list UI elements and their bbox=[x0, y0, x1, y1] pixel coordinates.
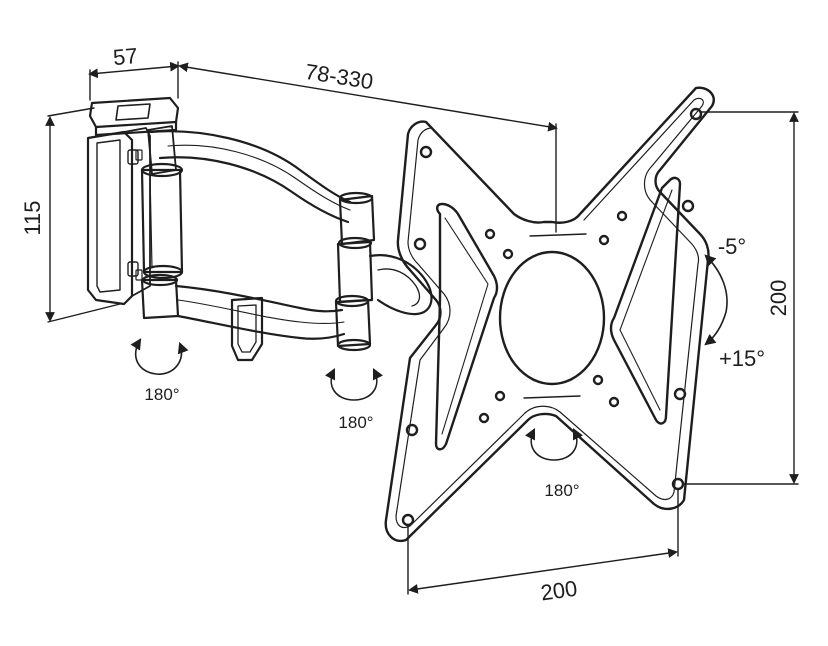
rotation-arrows bbox=[130, 254, 728, 461]
tilt-label-up: -5° bbox=[718, 234, 746, 259]
dimension-label-wall-plate-height: 115 bbox=[20, 200, 45, 235]
rotation-label-arm-2: 180° bbox=[338, 413, 373, 432]
wall-plate bbox=[86, 96, 180, 306]
dimension-label-extension: 78-330 bbox=[303, 59, 375, 94]
rotation-arrow-2 bbox=[324, 367, 384, 401]
tilt-label-down: +15° bbox=[719, 346, 765, 371]
elbow-joint bbox=[334, 191, 433, 352]
dimension-label-depth: 57 bbox=[112, 43, 139, 70]
rotation-arrow-1 bbox=[130, 338, 189, 375]
dimension-label-vesa-vertical: 200 bbox=[766, 280, 791, 317]
dimension-lines bbox=[45, 61, 799, 595]
vesa-plate bbox=[384, 86, 715, 543]
rotation-label-arm-1: 180° bbox=[144, 385, 179, 404]
dimension-label-vesa-horizontal: 200 bbox=[539, 576, 579, 606]
upper-arm bbox=[140, 125, 352, 280]
rotation-label-plate: 180° bbox=[544, 481, 579, 500]
lower-arm bbox=[140, 273, 346, 362]
tilt-arrow bbox=[704, 254, 728, 346]
rotation-arrow-3 bbox=[524, 427, 584, 461]
